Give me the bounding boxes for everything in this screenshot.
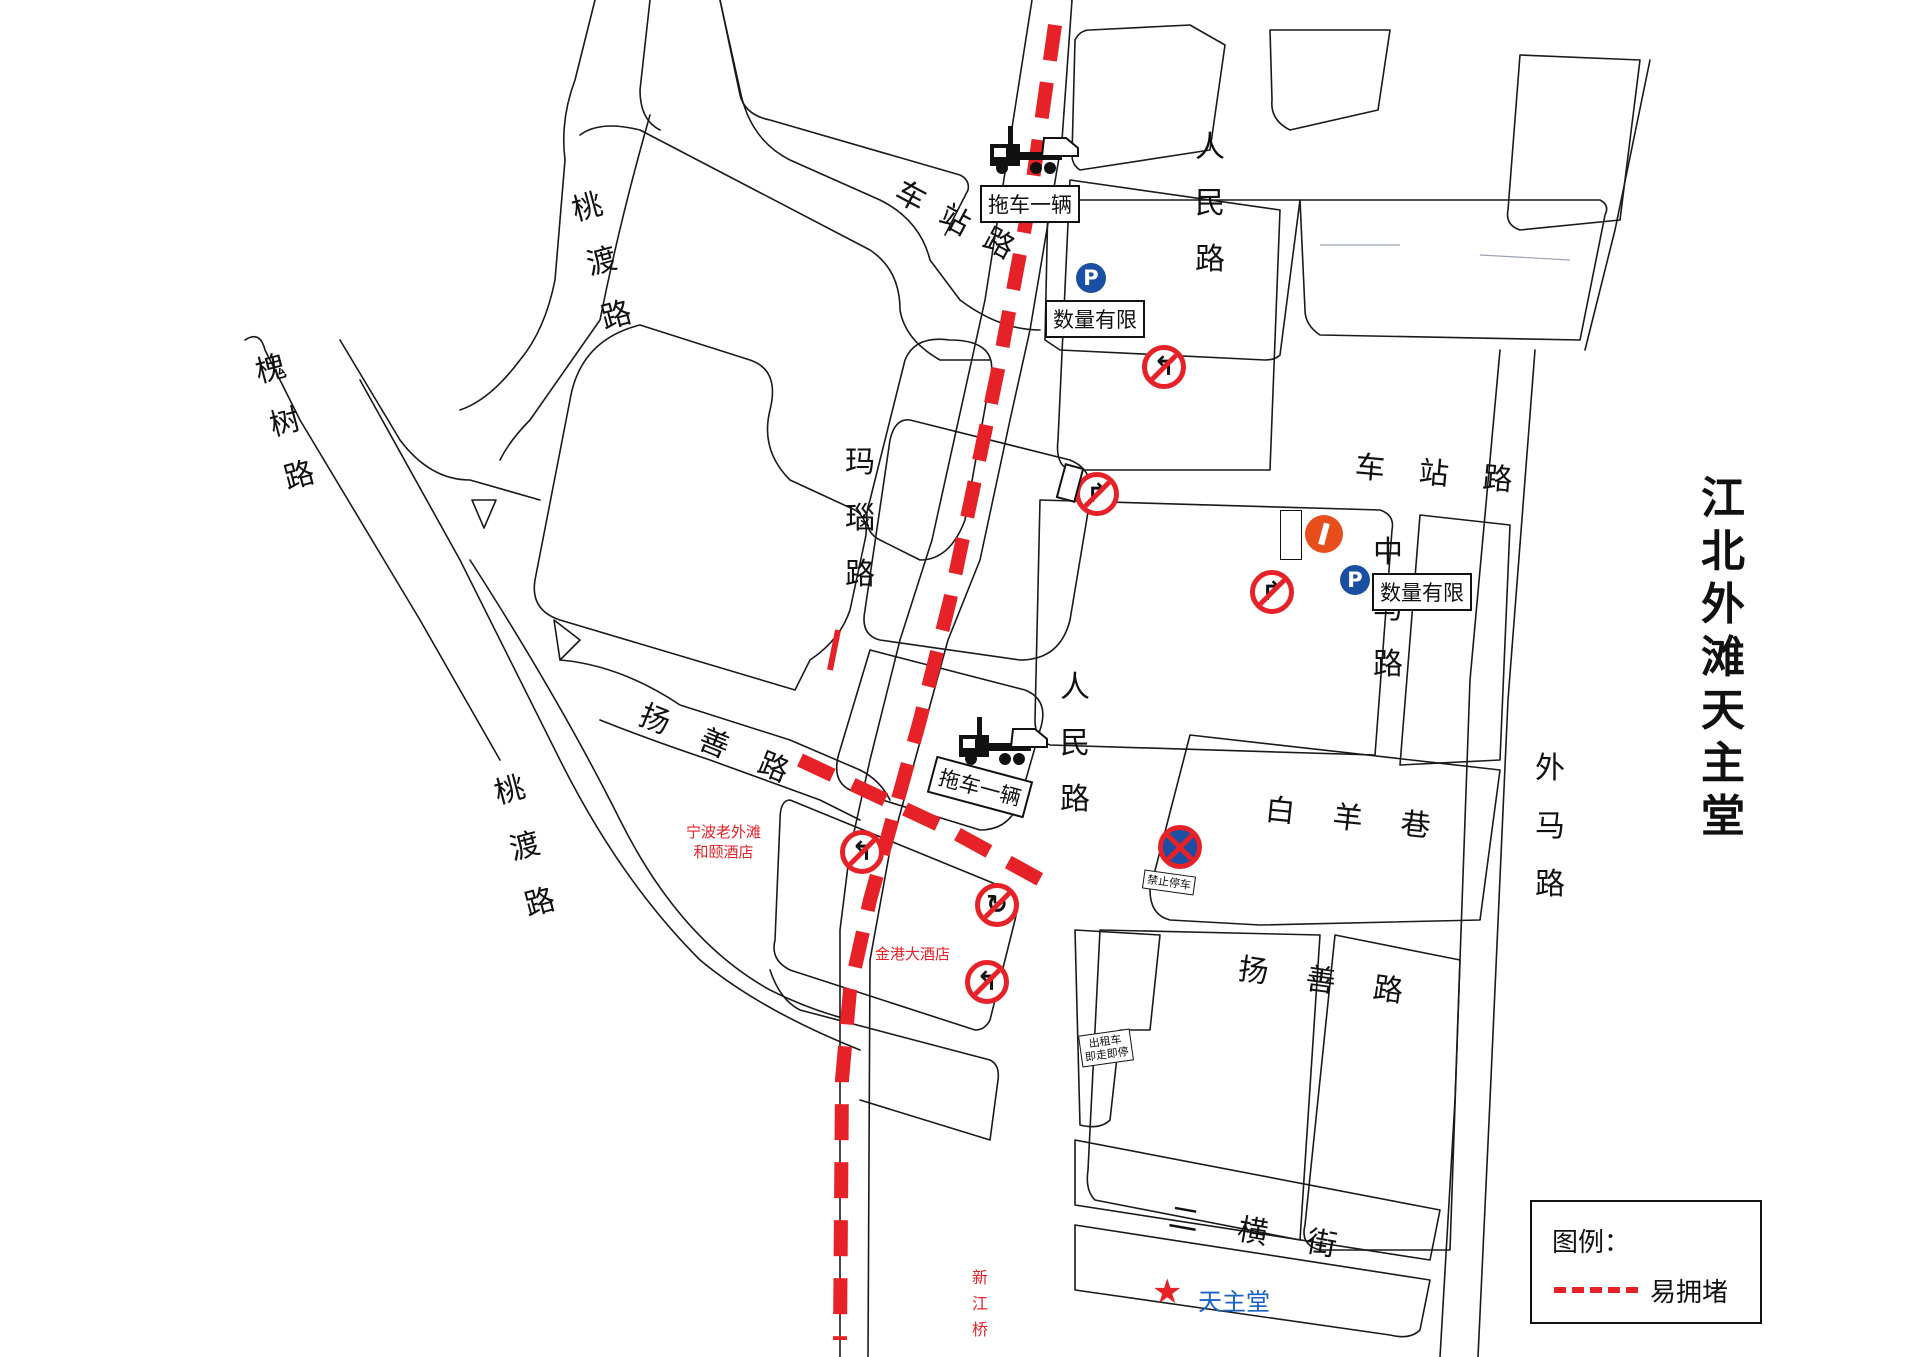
block-e-4 [1299,199,1608,341]
renmin-road-west-edge [839,0,1033,1357]
yangshan-road-north-edge [559,659,891,801]
no-right-turn-icon: ↱ [1075,472,1119,516]
block-church [1074,1224,1431,1338]
taodu-south-east-edge [469,559,851,1021]
poi-ningbo-hotel: 宁波老外滩 和颐酒店 [686,823,762,861]
road-label-waima: 外马路 [1535,751,1565,902]
block-erheng-north [1074,1139,1441,1261]
congestion-renmin-road [833,24,1062,1341]
parking-limited-label-1: 数量有限 [1045,300,1145,338]
congestion-yangshan-road [797,753,1054,892]
no-left-turn-icon: ↰ [840,830,884,874]
parking-icon: P [1076,263,1106,293]
block-yangshan-east [1303,934,1461,1251]
no-parking-icon [1158,825,1202,869]
block-north-west-top [639,0,661,131]
traffic-island-2 [553,619,581,661]
road-label-renmin-south: 人民路 [1060,670,1090,817]
road-label-renmin-north: 人民路 [1195,130,1225,277]
taodu-south-west-edge [359,379,861,1051]
road-label-malao: 玛瑙路 [845,445,875,592]
legend-congestion-line [1554,1287,1638,1293]
no-left-turn-icon: ↰ [965,960,1009,1004]
no-u-turn-icon: ↻ [975,883,1019,927]
block-taxi [1074,929,1161,1128]
northeast-edge [1584,59,1651,351]
block-yangshan-middle [1086,929,1321,1241]
block-southwest [769,969,1000,1141]
legend-title: 图例： [1552,1228,1631,1258]
block-baiyang [1149,734,1501,926]
block-zhongma-north [1056,179,1281,471]
block-ne-3 [1506,54,1641,231]
block-zhongma-east [1399,514,1511,766]
tow-truck-label-north: 拖车一辆 [980,185,1080,223]
parking-limited-label-2: 数量有限 [1372,573,1472,611]
chezhan-road-north-edge [719,0,1041,331]
waima-road-west-edge [1439,349,1501,1357]
waima-road-east-edge [1477,349,1536,1357]
tow-truck-icon [990,126,1079,174]
malao-mark [827,629,841,671]
map-legend: 图例： 易拥堵 [1530,1200,1762,1324]
northwest-block [719,0,970,236]
yangshan-road-south-edge [599,719,861,821]
poi-church: 天主堂 [1198,1288,1270,1316]
map-title: 江北外滩天主堂 [1701,473,1745,842]
no-entry-plate [1280,510,1302,560]
huaishu-road-west-edge [244,335,501,761]
block-ne-1 [1071,24,1226,171]
faint-line-2 [1479,254,1571,261]
block-ne-2 [1269,29,1391,131]
traffic-island-1 [471,499,497,529]
no-entry-icon [1305,515,1343,553]
legend-congestion-label: 易拥堵 [1650,1278,1729,1308]
road-label-xinjiang-bridge: 新江桥 [972,1268,989,1339]
block-renmin-south-west [835,649,1044,831]
no-turn-icon: ↰ [1142,345,1186,389]
no-turn-icon: ↱ [1250,570,1294,614]
block-malao-east [865,338,993,561]
taodu-north-east-edge [499,114,651,461]
taodu-north-west-edge [459,0,596,411]
block-malao-west [533,324,868,691]
tow-truck-icon [959,717,1048,765]
parking-icon: P [1340,565,1370,595]
huaishu-road-east-edge [339,339,541,501]
chezhan-road-south-edge [579,125,991,361]
star-icon: ★ [1152,1274,1183,1311]
renmin-road-east-edge [867,0,1073,1357]
poi-jingang-hotel: 金港大酒店 [875,945,951,963]
